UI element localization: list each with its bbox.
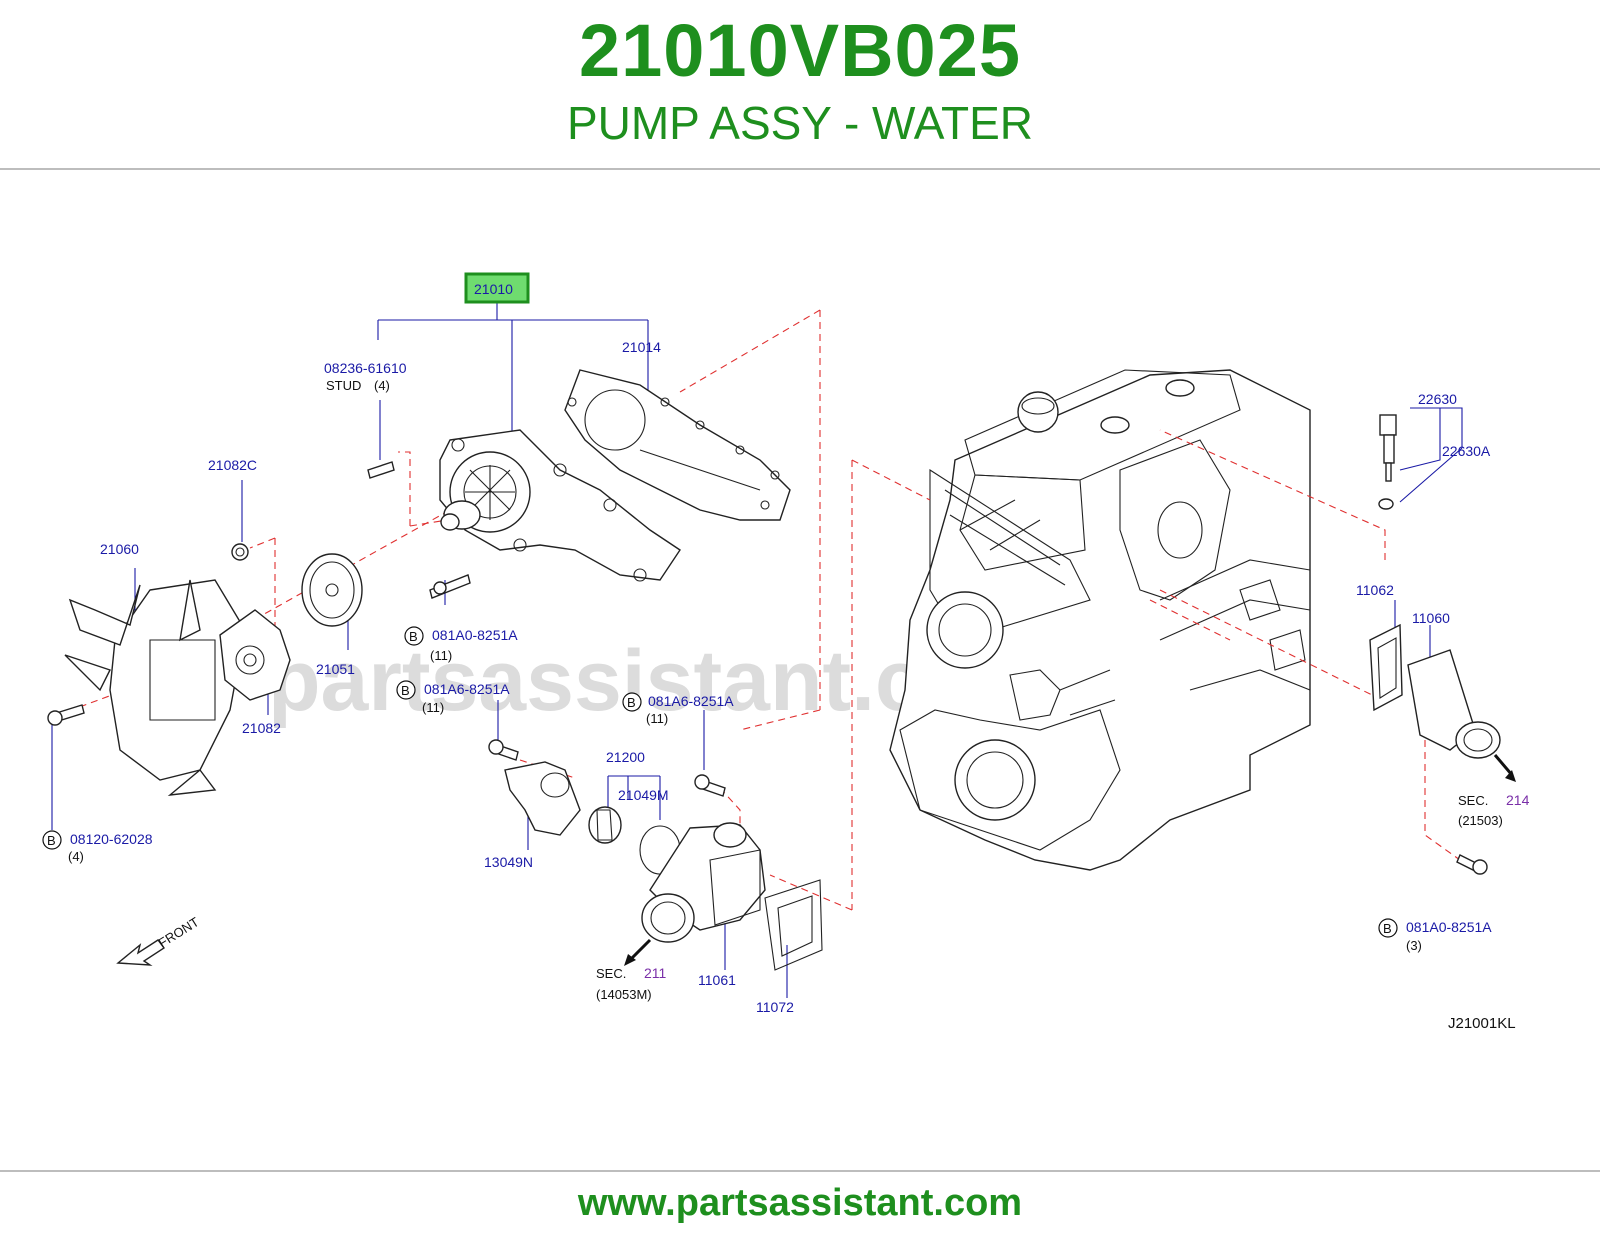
page-header: 21010VB025 PUMP ASSY - WATER: [0, 0, 1600, 168]
sec-214-number[interactable]: 214: [1506, 792, 1530, 808]
b-symbol: B: [409, 629, 418, 644]
part-label-21082C[interactable]: 21082C: [208, 457, 257, 473]
qty-08120: (4): [68, 849, 84, 864]
b-symbol-circle: [42, 830, 62, 850]
b-symbol: B: [1383, 921, 1392, 936]
b-symbol-circle: [396, 680, 416, 700]
part-labels: 21014 08236-61610 STUD (4) 21082C 21060 …: [42, 339, 1530, 1032]
exploded-parts-diagram: partsassistant.com: [42, 272, 1530, 1032]
diagram-code: J21001KL: [1448, 1015, 1516, 1032]
part-label-22630[interactable]: 22630: [1418, 391, 1457, 407]
qty-081A0-a: (11): [430, 648, 452, 663]
b-symbol: B: [47, 833, 56, 848]
stud-label: STUD: [326, 378, 361, 393]
part-label-21082[interactable]: 21082: [242, 720, 281, 736]
fasteners-illustration: [47, 461, 1488, 875]
part-label-22630A[interactable]: 22630A: [1442, 443, 1491, 459]
part-label-11061[interactable]: 11061: [698, 972, 736, 988]
sensor-and-outlet-illustration: [624, 414, 1516, 966]
part-label-21200[interactable]: 21200: [606, 749, 645, 765]
b-symbol-circle: [622, 692, 642, 712]
part-label-21051[interactable]: 21051: [316, 661, 355, 677]
part-label-081A0-8251A-b[interactable]: 081A0-8251A: [1406, 919, 1492, 935]
qty-081A6-b: (11): [646, 711, 668, 726]
front-direction-indicator: FRONT: [116, 914, 202, 966]
water-pump-illustration: [439, 429, 681, 582]
header-divider: [0, 168, 1600, 170]
engine-block-illustration: [889, 369, 1311, 871]
part-label-11062[interactable]: 11062: [1356, 582, 1394, 598]
part-label-08236-61610[interactable]: 08236-61610: [324, 360, 407, 376]
gasket-illustration: [564, 369, 791, 521]
part-label-081A6-8251A-a[interactable]: 081A6-8251A: [424, 681, 510, 697]
qty-081A0-b: (3): [1406, 938, 1422, 953]
footer-divider: [0, 1170, 1600, 1172]
b-symbol: B: [627, 695, 636, 710]
fan-assembly-illustration: [64, 553, 363, 796]
sec-211-ref: (14053M): [596, 987, 652, 1002]
part-label-21049M[interactable]: 21049M: [618, 787, 669, 803]
part-label-21060[interactable]: 21060: [100, 541, 139, 557]
thermostat-housing-illustration: [504, 761, 823, 971]
b-symbol-circle: [404, 626, 424, 646]
front-label: FRONT: [156, 914, 202, 950]
sec-214-label: SEC.: [1458, 793, 1488, 808]
part-label-11060[interactable]: 11060: [1412, 610, 1450, 626]
qty-081A6-a: (11): [422, 700, 444, 715]
b-symbol: B: [401, 683, 410, 698]
highlight-box-21010[interactable]: [464, 272, 530, 304]
part-number-title: 21010VB025: [578, 9, 1022, 92]
stud-qty: (4): [374, 378, 390, 393]
sec-214-ref: (21503): [1458, 813, 1503, 828]
part-label-13049N[interactable]: 13049N: [484, 854, 533, 870]
b-symbol-circle: [1378, 918, 1398, 938]
part-description: PUMP ASSY - WATER: [566, 97, 1034, 149]
part-label-081A0-8251A-a[interactable]: 081A0-8251A: [432, 627, 518, 643]
part-label-11072[interactable]: 11072: [756, 999, 794, 1015]
part-label-081A6-8251A-b[interactable]: 081A6-8251A: [648, 693, 734, 709]
part-label-08120-62028[interactable]: 08120-62028: [70, 831, 153, 847]
sec-211-label: SEC.: [596, 966, 626, 981]
part-label-21010[interactable]: 21010: [474, 281, 513, 297]
part-label-21014[interactable]: 21014: [622, 339, 661, 355]
footer-url[interactable]: www.partsassistant.com: [577, 1182, 1023, 1224]
sec-211-number[interactable]: 211: [644, 965, 667, 981]
